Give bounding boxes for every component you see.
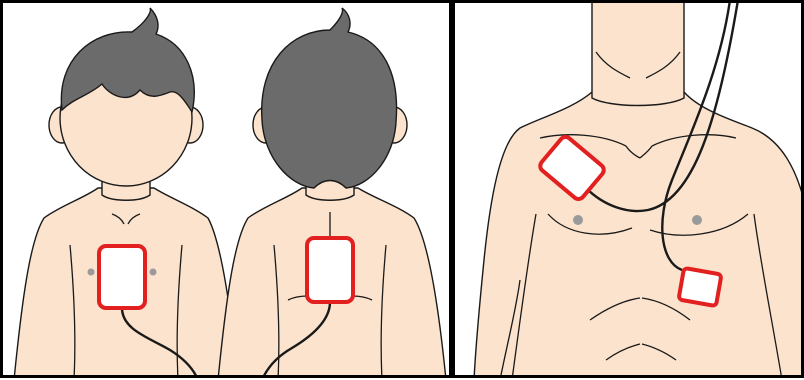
child-back-hair [262,8,397,188]
adult-neck [592,0,684,106]
child-front-electrode-pad [99,246,145,308]
adult-lower-electrode-pad [679,268,722,306]
adult-torso [474,92,804,380]
child-front-figure [14,8,238,380]
child-back-electrode-pad [307,238,353,302]
child-back-figure [218,8,446,380]
child-placement-panel [14,8,446,380]
adult-torso-figure [474,0,804,380]
adult-placement-panel [474,0,804,380]
